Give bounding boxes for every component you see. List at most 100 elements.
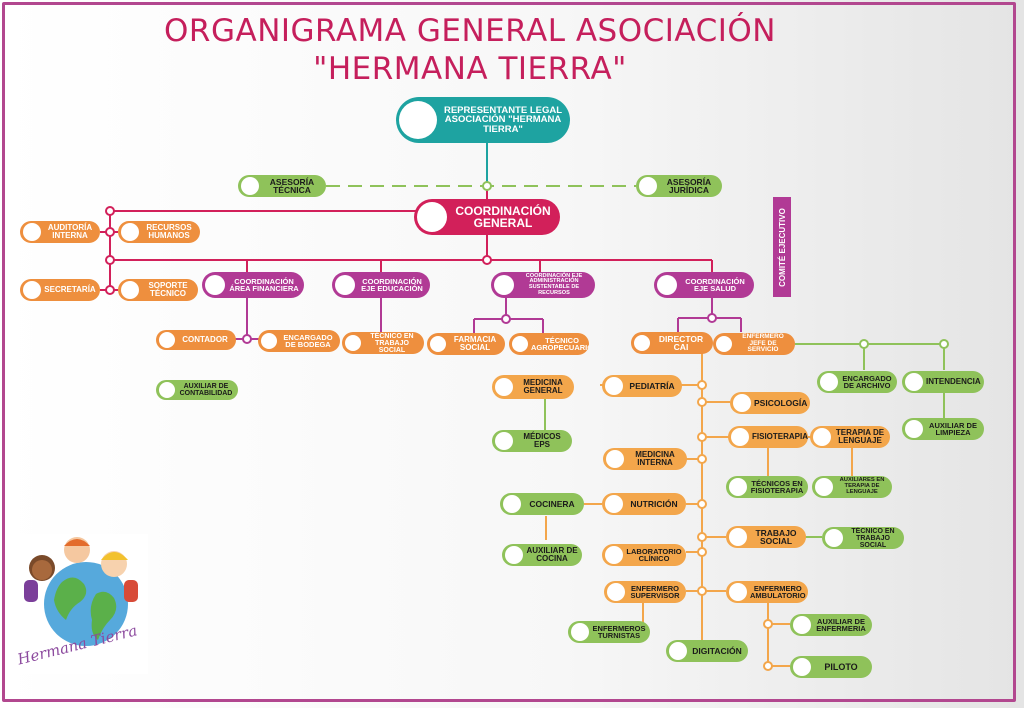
node-label: PILOTO — [824, 661, 858, 672]
node-tecnico-trabajo-social-salud[interactable]: TÉCNICO EN TRABAJO SOCIAL — [822, 527, 904, 549]
node-circle — [345, 335, 361, 351]
node-contador[interactable]: CONTADOR — [156, 330, 236, 350]
node-circle — [605, 377, 623, 395]
node-cocinera[interactable]: COCINERA — [500, 493, 584, 515]
node-circle — [121, 281, 139, 299]
node-circle — [813, 428, 831, 446]
node-asesoria-tecnica[interactable]: ASESORÍA TÉCNICA — [238, 175, 326, 197]
node-farmacia-social[interactable]: FARMACIA SOCIAL — [427, 333, 505, 355]
node-enfermero-jefe[interactable]: ENFERMERO JEFE DE SERVICIO — [713, 333, 795, 355]
node-terapia-lenguaje[interactable]: TERAPIA DE LENGUAJE — [810, 426, 890, 448]
node-medicina-interna[interactable]: MEDICINA INTERNA — [603, 448, 687, 470]
node-circle — [159, 332, 175, 348]
node-label: INTENDENCIA — [926, 377, 981, 386]
node-circle — [733, 394, 751, 412]
node-circle — [605, 495, 623, 513]
node-auxiliar-enfermeria[interactable]: AUXILIAR DE ENFERMERIA — [790, 614, 872, 636]
node-circle — [430, 336, 446, 352]
node-circle — [669, 642, 687, 660]
node-fisioterapia[interactable]: FISIOTERAPIA — [728, 426, 808, 448]
node-circle — [159, 382, 175, 398]
node-circle — [417, 202, 447, 232]
node-enfermero-supervisor[interactable]: ENFERMERO SUPERVISOR — [604, 581, 686, 603]
node-label: ENCARGADO DE ARCHIVO — [842, 373, 892, 390]
node-coordinacion-financiera[interactable]: COORDINACIÓN ÁREA FINANCIERA — [202, 272, 304, 298]
node-circle — [399, 101, 437, 139]
node-auxiliar-cocina[interactable]: AUXILIAR DE COCINA — [502, 544, 582, 566]
node-label: REPRESENTANTE LEGAL ASOCIACIÓN "HERMANA … — [443, 104, 563, 135]
node-coordinacion-educacion[interactable]: COORDINACIÓN EJE EDUCACIÓN — [332, 272, 430, 298]
node-circle — [261, 333, 277, 349]
node-auditoria-interna[interactable]: AUDITORÍA INTERNA — [20, 221, 100, 243]
node-label: TÉCNICO EN TRABAJO SOCIAL — [370, 332, 414, 354]
node-director-cai[interactable]: DIRECTOR CAI — [631, 332, 713, 354]
node-asesoria-juridica[interactable]: ASESORÍA JURÍDICA — [636, 175, 722, 197]
node-encargado-archivo[interactable]: ENCARGADO DE ARCHIVO — [817, 371, 897, 393]
node-label: COORDINACIÓN EJE SALUD — [685, 276, 745, 293]
node-tecnicos-fisioterapia[interactable]: TÉCNICOS EN FISIOTERAPIA — [726, 476, 808, 498]
node-recursos-humanos[interactable]: RECURSOS HUMANOS — [118, 221, 200, 243]
node-pediatria[interactable]: PEDIATRÍA — [602, 375, 682, 397]
node-circle — [205, 275, 225, 295]
node-auxiliares-terapia[interactable]: AUXILIARES EN TERAPIA DE LENGUAJE — [812, 476, 892, 498]
node-laboratorio-clinico[interactable]: LABORATORIO CLÍNICO — [602, 544, 686, 566]
node-label: AUXILIAR DE LIMPIEZA — [929, 420, 977, 437]
node-label: FARMACIA SOCIAL — [453, 335, 497, 352]
node-psicologia[interactable]: PSICOLOGÍA — [730, 392, 810, 414]
node-digitacion[interactable]: DIGITACIÓN — [666, 640, 748, 662]
node-label: CONTADOR — [182, 335, 228, 344]
node-label: COORDINACIÓN EJE EDUCACIÓN — [361, 276, 423, 293]
node-circle — [23, 281, 41, 299]
node-label: MEDICINA GENERAL — [523, 378, 563, 395]
node-circle — [503, 495, 521, 513]
node-circle — [729, 583, 747, 601]
node-label: PSICOLOGÍA — [754, 397, 808, 408]
node-tecnico-trabajo-social[interactable]: TÉCNICO EN TRABAJO SOCIAL — [342, 332, 424, 354]
node-nutricion[interactable]: NUTRICIÓN — [602, 493, 686, 515]
node-circle — [825, 529, 843, 547]
node-label: AUXILIAR DE ENFERMERIA — [816, 616, 866, 633]
node-label: SOPORTE TÉCNICO — [148, 281, 188, 298]
node-piloto[interactable]: PILOTO — [790, 656, 872, 678]
node-circle — [335, 275, 355, 295]
node-circle — [607, 583, 625, 601]
node-label: AUXILIAR DE COCINA — [526, 546, 578, 563]
node-coordinacion-salud[interactable]: COORDINACIÓN EJE SALUD — [654, 272, 754, 298]
node-circle — [905, 373, 923, 391]
node-circle — [793, 658, 811, 676]
node-circle — [731, 428, 749, 446]
node-coordinacion-general[interactable]: COORDINACIÓN GENERAL — [414, 199, 560, 235]
node-auxiliar-limpieza[interactable]: AUXILIAR DE LIMPIEZA — [902, 418, 984, 440]
node-label: DIRECTOR CAI — [658, 333, 704, 352]
node-circle — [121, 223, 139, 241]
node-label: COORDINACIÓN EJE ADMINISTRACIÓN SUSTENTA… — [525, 272, 583, 296]
node-representante-legal[interactable]: REPRESENTANTE LEGAL ASOCIACIÓN "HERMANA … — [396, 97, 570, 143]
node-intendencia[interactable]: INTENDENCIA — [902, 371, 984, 393]
node-label: TÉCNICO AGROPECUARIO — [531, 335, 589, 352]
comite-ejecutivo-banner: COMITÉ EJECUTIVO — [773, 197, 791, 297]
node-label: TERAPIA DE LENGUAJE — [835, 428, 885, 445]
node-label: COORDINACIÓN ÁREA FINANCIERA — [229, 276, 299, 293]
node-label: ASESORÍA TÉCNICA — [269, 176, 315, 195]
node-coordinacion-administracion[interactable]: COORDINACIÓN EJE ADMINISTRACIÓN SUSTENTA… — [491, 272, 595, 298]
node-medicina-general[interactable]: MEDICINA GENERAL — [492, 375, 574, 399]
node-trabajo-social[interactable]: TRABAJO SOCIAL — [726, 526, 806, 548]
node-enfermeros-turnistas[interactable]: ENFERMEROS TURNISTAS — [568, 621, 650, 643]
node-circle — [606, 450, 624, 468]
node-label: LABORATORIO CLÍNICO — [626, 546, 682, 563]
chart-title-line-2: "HERMANA TIERRA" — [313, 51, 627, 87]
node-circle — [494, 275, 514, 295]
node-enfermero-ambulatorio[interactable]: ENFERMERO AMBULATORIO — [726, 581, 808, 603]
node-circle — [495, 432, 513, 450]
node-encargado-bodega[interactable]: ENCARGADO DE BODEGA — [258, 330, 340, 352]
node-label: NUTRICIÓN — [630, 498, 678, 509]
node-tecnico-agropecuario[interactable]: TÉCNICO AGROPECUARIO — [509, 333, 589, 355]
node-circle — [512, 336, 528, 352]
node-secretaria[interactable]: SECRETARÍA — [20, 279, 100, 301]
node-soporte-tecnico[interactable]: SOPORTE TÉCNICO — [118, 279, 198, 301]
node-medicos-eps[interactable]: MÉDICOS EPS — [492, 430, 572, 452]
node-circle — [716, 336, 732, 352]
node-label: COORDINACIÓN GENERAL — [455, 204, 551, 230]
node-label: PEDIATRÍA — [629, 380, 675, 391]
node-auxiliar-contabilidad[interactable]: AUXILIAR DE CONTABILIDAD — [156, 380, 238, 400]
